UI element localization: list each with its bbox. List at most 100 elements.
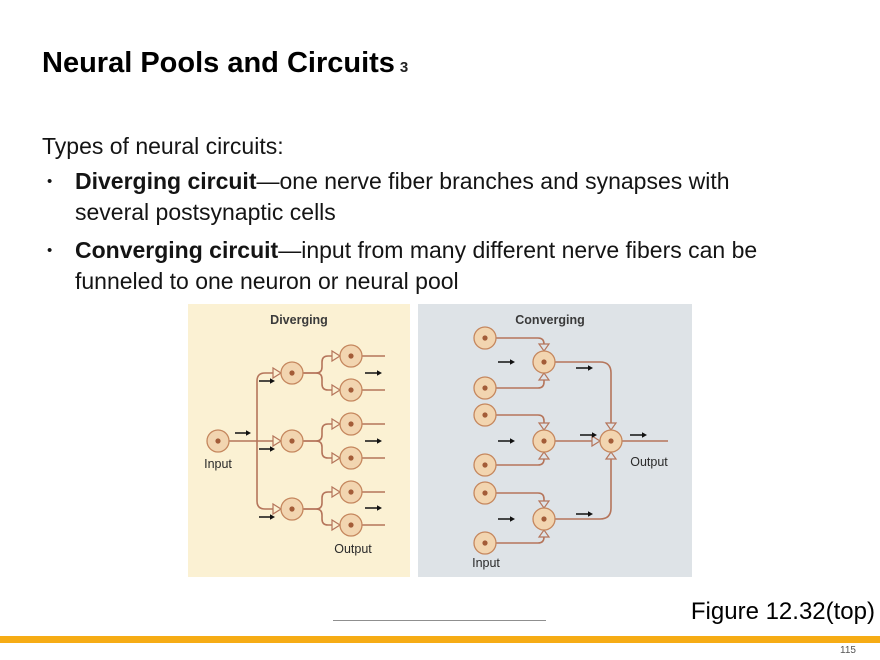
neuron-nucleus — [482, 385, 488, 391]
converging-circuit-graphics — [473, 326, 668, 555]
nerve-fiber — [496, 458, 545, 466]
direction-arrowhead — [588, 365, 593, 371]
nerve-fiber — [555, 459, 612, 520]
direction-arrowhead — [510, 516, 515, 522]
synapse-triangle — [604, 422, 618, 432]
bullet-rest-diverging: —one nerve fiber branches and synapses w… — [75, 168, 730, 225]
converging-panel: Converging Input Output — [418, 304, 692, 577]
intro-text: Types of neural circuits: — [42, 133, 284, 159]
synapse-triangle — [331, 485, 342, 499]
bullet-item-diverging: • Diverging circuit—one nerve fiber bran… — [42, 166, 792, 228]
neuron-nucleus — [482, 412, 488, 418]
nerve-fiber — [496, 414, 545, 423]
neuron-nucleus — [348, 387, 354, 393]
nerve-fiber — [303, 372, 332, 391]
direction-arrowhead — [270, 514, 275, 520]
direction-arrowhead — [270, 378, 275, 384]
bullet-text-converging: Converging circuit—input from many diffe… — [75, 235, 780, 297]
diverging-circuit-graphics — [206, 344, 385, 537]
diverging-output-label: Output — [334, 542, 372, 556]
slide-title-text: Neural Pools and Circuits — [42, 47, 395, 79]
bullet-marker: • — [47, 173, 53, 190]
nerve-fiber — [496, 380, 545, 389]
direction-arrowhead — [270, 446, 275, 452]
neuron-nucleus — [541, 516, 547, 522]
synapse-triangle — [537, 371, 551, 381]
neuron-nucleus — [482, 462, 488, 468]
synapse-triangle — [604, 450, 618, 460]
synapse-triangle — [537, 343, 551, 353]
slide-title-note: 3 — [399, 59, 409, 76]
neuron-nucleus — [289, 506, 295, 512]
bullet-item-converging: • Converging circuit—input from many dif… — [42, 235, 792, 297]
neuron-nucleus — [289, 438, 295, 444]
nerve-fiber — [496, 337, 545, 345]
direction-arrowhead — [377, 505, 382, 511]
bullet-marker: • — [47, 242, 53, 259]
nerve-fiber — [303, 491, 332, 510]
diverging-title: Diverging — [270, 313, 328, 327]
direction-arrowhead — [246, 430, 251, 436]
direction-arrowhead — [377, 370, 382, 376]
converging-input-label: Input — [472, 556, 500, 570]
synapse-triangle — [272, 434, 283, 448]
nerve-fiber — [555, 361, 612, 423]
bullet-bold-diverging: Diverging circuit — [75, 168, 257, 194]
synapse-triangle — [331, 451, 342, 465]
neuron-nucleus — [541, 359, 547, 365]
synapse-triangle — [331, 518, 342, 532]
neuron-nucleus — [541, 438, 547, 444]
figure-caption: Figure 12.32(top) — [690, 598, 875, 625]
nerve-fiber — [256, 441, 273, 510]
synapse-triangle — [537, 450, 551, 460]
neuron-nucleus — [348, 489, 354, 495]
direction-arrowhead — [510, 438, 515, 444]
neuron-nucleus — [482, 335, 488, 341]
diverging-panel: Diverging Input Output — [188, 304, 410, 577]
synapse-triangle — [331, 349, 342, 363]
synapse-triangle — [331, 417, 342, 431]
accent-bar — [0, 636, 880, 643]
direction-arrowhead — [642, 432, 647, 438]
nerve-fiber — [256, 372, 273, 441]
direction-arrowhead — [588, 511, 593, 517]
converging-title: Converging — [515, 313, 584, 327]
synapse-triangle — [537, 422, 551, 432]
diverging-circuit-diagram: Diverging Input Output — [204, 313, 385, 556]
neuron-nucleus — [482, 490, 488, 496]
neuron-nucleus — [348, 522, 354, 528]
neuron-nucleus — [289, 370, 295, 376]
nerve-fiber — [303, 355, 332, 374]
direction-arrowhead — [377, 438, 382, 444]
bullet-bold-converging: Converging circuit — [75, 237, 279, 263]
synapse-triangle — [537, 500, 551, 510]
converging-output-label: Output — [630, 455, 668, 469]
nerve-fiber — [303, 508, 332, 526]
page-number: 115 — [840, 645, 856, 656]
bullet-list: • Diverging circuit—one nerve fiber bran… — [42, 166, 792, 304]
neuron-nucleus — [348, 421, 354, 427]
synapse-triangle — [537, 528, 551, 538]
synapse-triangle — [272, 502, 283, 516]
blank-underline — [333, 620, 546, 621]
nerve-fiber — [496, 536, 545, 544]
converging-circuit-diagram: Converging Input Output — [472, 313, 668, 570]
neuron-nucleus — [608, 438, 614, 444]
neuron-nucleus — [482, 540, 488, 546]
nerve-fiber — [496, 492, 545, 501]
neuron-nucleus — [215, 438, 221, 444]
figure-neural-circuits: Diverging Input Output Converging Input … — [188, 304, 692, 577]
nerve-fiber — [303, 440, 332, 459]
synapse-triangle — [272, 366, 283, 380]
neuron-nucleus — [348, 353, 354, 359]
bullet-text-diverging: Diverging circuit—one nerve fiber branch… — [75, 166, 780, 228]
direction-arrowhead — [510, 359, 515, 365]
bullet-rest-converging: —input from many different nerve fibers … — [75, 237, 758, 294]
neuron-nucleus — [348, 455, 354, 461]
synapse-triangle — [591, 434, 602, 448]
synapse-triangle — [331, 383, 342, 397]
direction-arrowhead — [592, 432, 597, 438]
nerve-fiber — [303, 423, 332, 442]
diverging-input-label: Input — [204, 457, 232, 471]
